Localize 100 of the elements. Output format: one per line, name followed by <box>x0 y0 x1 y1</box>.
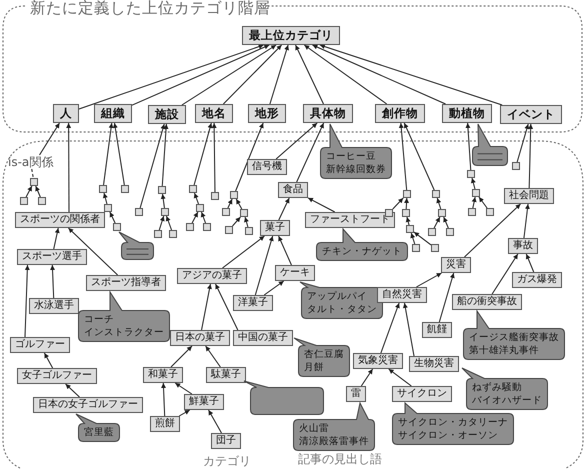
category-box: 創作物 <box>375 104 425 123</box>
category-box: スポーツの関係者 <box>15 212 105 228</box>
arrow <box>308 197 336 212</box>
category-box: 雷 <box>346 386 366 402</box>
category-box: 鮮菓子 <box>184 394 224 410</box>
arrow <box>232 216 241 226</box>
arrow <box>472 196 477 208</box>
category-box: 中国の菓子 <box>233 330 293 346</box>
category-box: 事故 <box>508 238 538 254</box>
arrow <box>208 410 222 434</box>
arrow <box>212 122 217 192</box>
category-box: 組織 <box>94 104 132 123</box>
arrow <box>112 122 125 186</box>
arrow <box>166 216 172 230</box>
small-box <box>225 226 233 234</box>
category-box: 食品 <box>278 182 308 198</box>
small-box <box>403 190 411 198</box>
category-box: ケーキ <box>275 265 315 281</box>
arrow <box>222 236 265 268</box>
arrow <box>404 122 435 190</box>
small-box <box>240 209 248 217</box>
arrow <box>109 212 116 224</box>
category-box: 生物災害 <box>409 356 459 372</box>
small-box <box>20 197 28 205</box>
arrow <box>416 272 442 288</box>
category-box: 最上位カテゴリ <box>242 26 340 45</box>
category-box: 気象災害 <box>353 353 403 369</box>
speech-bubble: サイクロン・カタリーナ サイクロン・オーソン <box>392 403 514 445</box>
category-box: 自然災害 <box>377 287 427 303</box>
small-box <box>431 244 439 252</box>
arrow <box>140 124 166 208</box>
arrow <box>296 122 324 182</box>
small-box <box>99 185 107 193</box>
arrow <box>464 204 522 258</box>
small-box <box>189 185 197 193</box>
arrow <box>434 216 440 228</box>
arrow <box>235 122 264 192</box>
small-box <box>406 225 414 233</box>
section-label: 記事の見出し語 <box>298 452 382 466</box>
small-box <box>104 204 112 212</box>
speech-bubble: チキン・ナゲット <box>316 229 408 261</box>
arrow <box>398 122 408 190</box>
arrow <box>53 228 60 250</box>
connector-line <box>31 168 34 178</box>
arrow <box>278 236 292 266</box>
arrow <box>526 254 534 272</box>
speech-bubble: 宮里藍 <box>76 414 120 442</box>
arrow <box>35 186 41 198</box>
small-box <box>196 204 204 212</box>
arrow <box>178 410 190 416</box>
category-box: 洋菓子 <box>233 295 273 311</box>
category-box: ゴルファー <box>10 337 70 353</box>
arrow <box>264 280 284 296</box>
arrow <box>205 346 221 368</box>
arrow <box>254 236 274 296</box>
category-box: アジアの菓子 <box>177 268 247 284</box>
small-box <box>186 223 194 231</box>
arrow <box>194 192 200 204</box>
arrow <box>304 44 388 104</box>
speech-bubble: イージス艦衝突事故 第十雄洋丸事件 <box>463 311 565 360</box>
category-box: サイクロン <box>392 386 452 402</box>
speech-bubble: ねずみ騒動 バイオハザード <box>462 368 548 410</box>
relation-label: is-a関係 <box>8 155 54 169</box>
arrow <box>404 198 410 210</box>
category-box: 具体物 <box>303 104 353 123</box>
arrow <box>380 302 400 354</box>
arrow <box>132 44 270 106</box>
arrow <box>174 382 192 394</box>
arrow <box>68 228 118 276</box>
arrow <box>66 122 72 212</box>
arrow <box>181 44 277 106</box>
category-box: 日本の女子ゴルファー <box>33 397 143 413</box>
arrow <box>465 122 472 170</box>
small-box <box>428 228 436 236</box>
small-box <box>245 227 253 235</box>
arrow <box>215 284 238 330</box>
arrow <box>402 302 414 356</box>
arrow <box>78 44 264 110</box>
arrow <box>406 216 411 226</box>
arrow <box>227 198 233 208</box>
small-box <box>512 162 520 170</box>
category-box: 信号機 <box>247 159 287 175</box>
arrow <box>44 352 54 368</box>
arrow <box>443 216 449 228</box>
arrow <box>516 124 530 162</box>
category-box: 動植物 <box>442 104 492 123</box>
arrow <box>319 44 503 106</box>
arrow <box>360 368 374 386</box>
arrow <box>244 216 249 228</box>
category-box: 和菓子 <box>143 367 183 383</box>
category-box: 社会問題 <box>504 188 554 204</box>
speech-bubble <box>244 381 324 415</box>
small-box <box>158 186 166 194</box>
arrow <box>160 194 166 208</box>
category-box: 団子 <box>211 433 241 449</box>
arrow <box>200 212 206 224</box>
category-box: 人 <box>53 104 79 123</box>
title: 新たに定義した上位カテゴリ階層 <box>30 0 270 18</box>
arrow <box>162 124 169 186</box>
category-box: 船の衝突事故 <box>452 294 522 310</box>
